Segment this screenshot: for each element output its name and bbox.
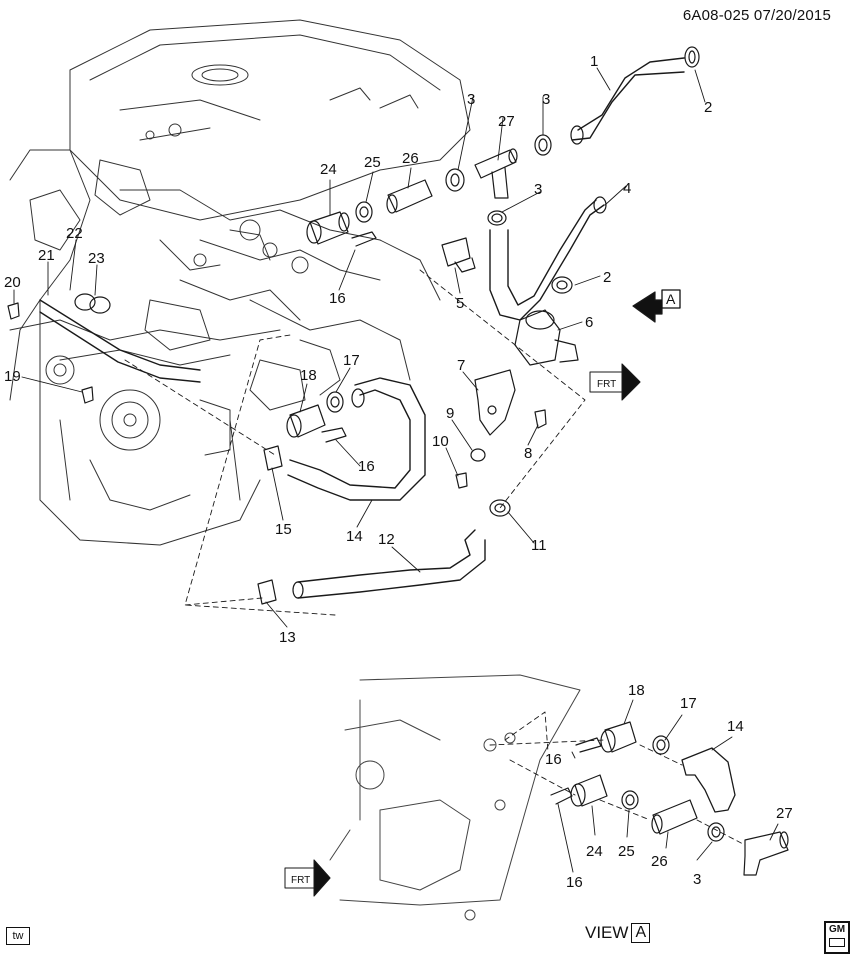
callout-11: 11: [531, 537, 547, 554]
clamp-2-top: [684, 46, 700, 68]
callout-3: 3: [534, 181, 542, 198]
callout-5: 5: [456, 295, 464, 312]
diagram-code: 6A08-025 07/20/2015: [682, 7, 831, 24]
callout-view-25: 25: [618, 843, 635, 860]
callout-15: 15: [275, 521, 292, 538]
callout-2: 2: [603, 269, 611, 286]
pump-6: [514, 309, 579, 366]
callout-7: 7: [457, 357, 465, 374]
callout-24: 24: [320, 161, 337, 178]
view-a-caption: VIEW A: [585, 923, 651, 943]
callout-23: 23: [88, 250, 105, 267]
callout-view-17: 17: [680, 695, 697, 712]
clamp-3-c: [487, 210, 507, 226]
hose-12: [297, 529, 486, 599]
hose-4: [489, 199, 605, 321]
clamp-3-a: [534, 134, 552, 156]
gasket-23: [74, 293, 111, 314]
hose-1: [571, 57, 685, 141]
clip-15: [263, 445, 283, 471]
callout-18: 18: [300, 367, 317, 384]
callout-3: 3: [467, 91, 475, 108]
callout-3: 3: [542, 91, 550, 108]
callout-labels: 1 2 3 27 3 4 3 2 24 25 26 22 23 21 20 16…: [4, 53, 793, 891]
frt-label: FRT: [597, 379, 616, 390]
view-a-arrow-icon: [632, 289, 681, 323]
callout-12: 12: [378, 531, 395, 548]
callout-view-16: 16: [545, 751, 562, 768]
hose-14: [287, 377, 426, 501]
callout-22: 22: [66, 225, 83, 242]
front-direction-arrow-icon: [589, 363, 641, 401]
frt-label: FRT: [291, 875, 310, 886]
tee-27: [474, 148, 518, 199]
callout-9: 9: [446, 405, 454, 422]
callout-view-3: 3: [693, 871, 701, 888]
callout-1: 1: [590, 53, 598, 70]
front-direction-arrow-icon: [284, 859, 331, 897]
gm-logo-icon: GM: [824, 921, 850, 954]
bolt-10: [455, 472, 468, 489]
tube-26: [386, 179, 433, 214]
callout-2: 2: [704, 99, 712, 116]
view-a-inset: [329, 674, 789, 921]
view-label: VIEW: [585, 923, 629, 942]
callout-view-14: 14: [727, 718, 744, 735]
clip-13: [257, 579, 277, 605]
callout-view-27: 27: [776, 805, 793, 822]
callout-26: 26: [402, 150, 419, 167]
pipe-21: [39, 299, 201, 383]
tw-badge: tw: [6, 927, 30, 945]
callout-13: 13: [279, 629, 296, 646]
callout-6: 6: [585, 314, 593, 331]
callout-10: 10: [432, 433, 449, 450]
grommet-9: [470, 448, 486, 462]
bracket-7: [474, 369, 516, 436]
bolt-20: [7, 302, 20, 320]
callout-8: 8: [524, 445, 532, 462]
callout-16: 16: [329, 290, 346, 307]
callout-4: 4: [623, 180, 631, 197]
callout-25: 25: [364, 154, 381, 171]
view-letter-box: A: [631, 923, 651, 943]
clip-16-a: [351, 231, 377, 247]
connector-24: [306, 211, 350, 245]
callout-17: 17: [343, 352, 360, 369]
clamp-17: [326, 391, 344, 413]
clamp-11: [489, 499, 511, 517]
view-a-arrow-letter: A: [666, 291, 676, 307]
callout-view-26: 26: [651, 853, 668, 870]
clamp-3-b: [445, 168, 465, 192]
callout-14: 14: [346, 528, 363, 545]
callout-view-18: 18: [628, 682, 645, 699]
callout-16: 16: [358, 458, 375, 475]
callout-view-24: 24: [586, 843, 603, 860]
engine-block: [9, 19, 471, 546]
bolt-8: [534, 409, 547, 429]
bracket-5: [441, 237, 476, 273]
bolt-19: [81, 386, 94, 404]
clamp-2-mid: [551, 276, 573, 294]
clamp-25: [355, 201, 373, 223]
clip-16-b: [321, 427, 347, 443]
callout-19: 19: [4, 368, 21, 385]
gm-logo-text: GM: [828, 924, 846, 935]
callout-27: 27: [498, 113, 515, 130]
callout-21: 21: [38, 247, 55, 264]
callout-20: 20: [4, 274, 21, 291]
connector-18: [286, 404, 326, 438]
callout-view-16: 16: [566, 874, 583, 891]
